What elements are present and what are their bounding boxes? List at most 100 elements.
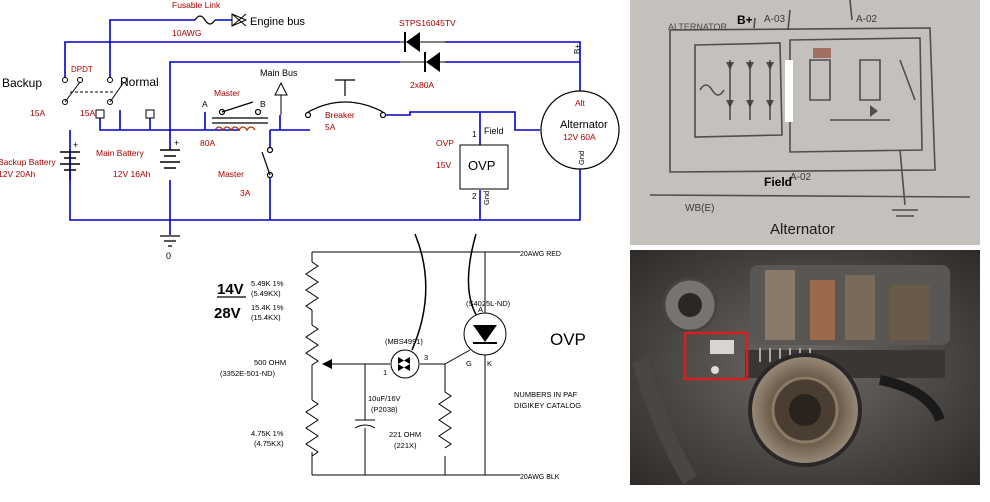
- fuse-b-label: 15A: [80, 108, 95, 118]
- wire-loop-1: [411, 233, 427, 351]
- master-contactor: [212, 101, 268, 124]
- fuse-a-label: 15A: [30, 108, 45, 118]
- alt-gnd: Gnd: [577, 151, 586, 165]
- mbs-pin1: 1: [383, 368, 387, 377]
- scan-a02: A-02: [856, 14, 878, 25]
- backup-plus: +: [73, 140, 78, 150]
- photo-svg: [630, 250, 980, 485]
- v14-r: 5.49K 1%: [251, 279, 284, 288]
- ovp-wiring: [305, 251, 520, 476]
- blue-wiring: [64, 19, 581, 235]
- master-switch: [261, 146, 274, 179]
- note-line-2: DIGIKEY CATALOG: [514, 401, 581, 410]
- main-bus-label: Main Bus: [260, 68, 298, 78]
- main-plus: +: [174, 138, 179, 148]
- diode-part-label: STPS16045TV: [399, 18, 456, 28]
- node-b: B: [260, 99, 266, 109]
- bplus-label: B+: [573, 44, 582, 54]
- wire-loop-2: [467, 233, 479, 319]
- connector-arrow: [231, 13, 248, 27]
- master-amps: 80A: [200, 138, 215, 148]
- pot-part: (3352E-501-ND): [220, 369, 276, 378]
- main-battery: [160, 149, 180, 169]
- node-a: A: [202, 99, 208, 109]
- blk-wire-label: 20AWG BLK: [520, 474, 560, 481]
- v28-label: 28V: [214, 305, 241, 322]
- breaker-amps: 5A: [325, 122, 336, 132]
- main-bus-arrow: [274, 81, 288, 96]
- diode-wire-label: 2x80A: [410, 80, 434, 90]
- mbs-circle: [390, 349, 420, 379]
- red-wire-label: 20AWG RED: [520, 251, 561, 258]
- alternator-internal-photo: [630, 250, 980, 485]
- ovp-pin1: 1: [472, 130, 477, 139]
- master-switch-amps: 3A: [240, 188, 251, 198]
- ovp-volts: 15V: [436, 160, 451, 170]
- alternator-scan-photo: ALTERNATOR B+ A-03 A-02 A-02 Field WB(E)…: [630, 0, 980, 245]
- breaker: [304, 79, 387, 119]
- fusable-link-label: Fusable Link: [172, 0, 221, 10]
- scan-bplus: B+: [737, 13, 753, 27]
- mbs-label: (MBS4991): [385, 337, 423, 346]
- fuse-a: [95, 109, 105, 119]
- master-switch-label: Master: [218, 169, 244, 179]
- v28-r2: (15.4KX): [251, 313, 281, 322]
- ground-zero: 0: [166, 251, 171, 261]
- schematic-svg: Fusable Link 10AWG Engine bus STPS16045T…: [0, 0, 620, 481]
- wiring-schematic: Fusable Link 10AWG Engine bus STPS16045T…: [0, 0, 620, 481]
- scr-triangle: [473, 325, 497, 342]
- scan-a03: A-03: [764, 14, 786, 25]
- v14-label: 14V: [217, 281, 244, 298]
- main-battery-rating: 12V 16Ah: [113, 169, 151, 179]
- ovp-box-label: OVP: [468, 158, 495, 173]
- alt-label: Alt: [575, 98, 586, 108]
- scr-k: K: [487, 359, 492, 368]
- alternator-circle: [540, 90, 620, 170]
- v28-r: 15.4K 1%: [251, 303, 284, 312]
- mbs-pin3: 3: [424, 353, 428, 362]
- alternator-label: Alternator: [560, 119, 608, 131]
- main-battery-name: Main Battery: [96, 148, 144, 158]
- breaker-label: Breaker: [325, 110, 355, 120]
- highlight-box: [683, 331, 749, 381]
- ovp-label: OVP: [436, 138, 454, 148]
- connector-cross: [231, 13, 247, 27]
- r-bottom-part: (4.75KX): [254, 439, 284, 448]
- ground-symbol: [160, 235, 180, 247]
- scr-label: (S4025L-ND): [466, 299, 511, 308]
- r221-part: (221X): [394, 441, 417, 450]
- pot-wiper: [322, 359, 332, 369]
- engine-bus-label: Engine bus: [250, 16, 306, 28]
- fuse-b: [145, 109, 155, 119]
- pot-label: 500 OHM: [254, 358, 286, 367]
- dpdt-switch: [62, 77, 127, 105]
- scr-g: G: [466, 359, 472, 368]
- master-label: Master: [214, 88, 240, 98]
- ovp-gnd: Gnd: [482, 191, 491, 205]
- backup-battery: [60, 151, 80, 171]
- scan-field: Field: [764, 175, 792, 189]
- normal-label: Normal: [120, 75, 159, 89]
- ovp-pin2: 2: [472, 192, 477, 201]
- scan-alternator: Alternator: [770, 221, 835, 238]
- scr-a: A: [478, 305, 483, 314]
- backup-label: Backup: [2, 76, 42, 90]
- scan-wb: WB(E): [685, 203, 714, 214]
- scan-a02b: A-02: [790, 172, 812, 183]
- r221-label: 221 OHM: [389, 430, 421, 439]
- diode-pair: [400, 32, 445, 72]
- v14-r2: (5.49KX): [251, 289, 281, 298]
- alternator-rating: 12V 60A: [563, 132, 596, 142]
- backup-battery-rating: 12V 20Ah: [0, 169, 36, 179]
- scan-alternator-hw: ALTERNATOR: [668, 22, 728, 32]
- fuse-wire-label: 10AWG: [172, 28, 201, 38]
- master-coil: [214, 126, 256, 132]
- cap-label: 10uF/16V: [368, 394, 401, 403]
- note-line-1: NUMBERS IN PAF: [514, 390, 578, 399]
- fuse-symbol: [194, 15, 216, 25]
- backup-battery-name: Backup Battery: [0, 157, 56, 167]
- ovp-big-label: OVP: [550, 330, 586, 349]
- dpdt-label: DPDT: [71, 65, 93, 74]
- cap-part: (P2038): [371, 405, 398, 414]
- scan-svg: ALTERNATOR B+ A-03 A-02 A-02 Field WB(E)…: [630, 0, 980, 245]
